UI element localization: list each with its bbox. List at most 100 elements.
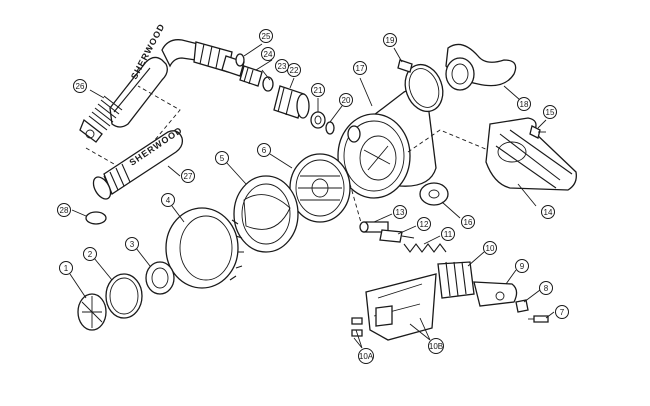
callout-circle	[339, 93, 353, 107]
callout-number: 23	[278, 62, 287, 71]
callout-23: 23	[275, 59, 289, 73]
nut-part-8	[515, 299, 529, 313]
guard-part-1	[77, 293, 107, 331]
ring-part-2	[105, 273, 143, 319]
callout-circle	[483, 241, 497, 255]
callout-circle	[261, 47, 275, 61]
callout-circle	[353, 61, 367, 75]
callout-number: 10A	[359, 352, 374, 361]
callout-number: 7	[560, 308, 565, 317]
upper-hose-part-26: SHERWOOD	[79, 22, 168, 143]
callout-circle	[539, 281, 553, 295]
callout-number: 1	[64, 264, 69, 273]
callout-number: 20	[342, 96, 351, 105]
callout-number: 12	[420, 220, 429, 229]
callout-circle	[383, 33, 397, 47]
callout-number: 26	[76, 82, 85, 91]
upper-hose-ribs	[88, 95, 123, 131]
hose-bend-connector	[161, 39, 245, 77]
callout-circle	[461, 215, 475, 229]
screw-part-15	[529, 125, 546, 139]
callout-number: 27	[184, 172, 193, 181]
callout-17: 17	[353, 61, 367, 75]
callout-5: 5	[215, 151, 229, 165]
callout-number: 17	[356, 64, 365, 73]
callout-number: 6	[262, 146, 267, 155]
housing-to-cover-guide	[407, 129, 489, 153]
mouthpiece-part-18	[445, 43, 517, 91]
callout-circle	[73, 79, 87, 93]
callout-2: 2	[83, 247, 97, 261]
callout-9: 9	[515, 259, 529, 273]
cover-part-6	[289, 153, 351, 223]
callout-6: 6	[257, 143, 271, 157]
callout-12: 12	[417, 217, 431, 231]
exhaust-tee-part-14	[485, 117, 577, 191]
callout-circle	[215, 151, 229, 165]
callout-circle	[441, 227, 455, 241]
callout-number: 22	[290, 66, 299, 75]
washer-part-23	[262, 76, 274, 92]
callout-circle	[125, 237, 139, 251]
callout-4: 4	[161, 193, 175, 207]
o-ring-part-28	[85, 211, 107, 225]
callout-7: 7	[555, 305, 569, 319]
callout-circle	[83, 247, 97, 261]
callout-circle	[161, 193, 175, 207]
callout-number: 15	[546, 108, 555, 117]
callout-24: 24	[261, 47, 275, 61]
callout-number: 18	[520, 100, 529, 109]
callout-26: 26	[73, 79, 87, 93]
poppet-part-12	[379, 229, 415, 243]
callout-number: 14	[544, 208, 553, 217]
callout-circle	[541, 205, 555, 219]
callout-number: 21	[314, 86, 323, 95]
callout-circle	[393, 205, 407, 219]
leader-lines	[69, 43, 555, 349]
callout-number: 3	[130, 240, 135, 249]
screw-part-7	[528, 315, 549, 323]
callout-circle	[515, 259, 529, 273]
callout-8: 8	[539, 281, 553, 295]
callout-number: 5	[220, 154, 225, 163]
callout-circle	[59, 261, 73, 275]
callout-number: 8	[544, 284, 549, 293]
spring-part-11	[403, 243, 447, 253]
callout-15: 15	[543, 105, 557, 119]
callout-number: 11	[444, 230, 453, 239]
callout-25: 25	[259, 29, 273, 43]
lever-part-9	[473, 281, 518, 307]
retaining-ring-part-4	[165, 207, 244, 289]
callout-27: 27	[181, 169, 195, 183]
callout-number: 16	[464, 218, 473, 227]
callout-number: 19	[386, 36, 395, 45]
purge-button-part-3	[145, 261, 175, 295]
callout-number: 13	[396, 208, 405, 217]
callout-21: 21	[311, 83, 325, 97]
callout-circle	[358, 348, 374, 364]
callout-28: 28	[57, 203, 71, 217]
callout-18: 18	[517, 97, 531, 111]
callout-circle	[275, 59, 289, 73]
callout-19: 19	[383, 33, 397, 47]
callout-circle	[517, 97, 531, 111]
callout-10b: 10B	[428, 338, 444, 354]
callout-circle	[543, 105, 557, 119]
washer-part-21	[310, 111, 326, 129]
callout-10a: 10A	[358, 348, 374, 364]
o-ring-part-20	[325, 121, 335, 135]
swivel-part-22	[273, 85, 310, 119]
callout-number: 24	[264, 50, 273, 59]
callout-number: 9	[520, 262, 525, 271]
callout-20: 20	[339, 93, 353, 107]
callout-14: 14	[541, 205, 555, 219]
callout-number: 10	[486, 244, 495, 253]
lever-bracket-part-10b	[365, 273, 437, 341]
callout-circle	[428, 338, 444, 354]
valve-body-part-10	[437, 261, 475, 299]
callout-circle	[259, 29, 273, 43]
callout-13: 13	[393, 205, 407, 219]
